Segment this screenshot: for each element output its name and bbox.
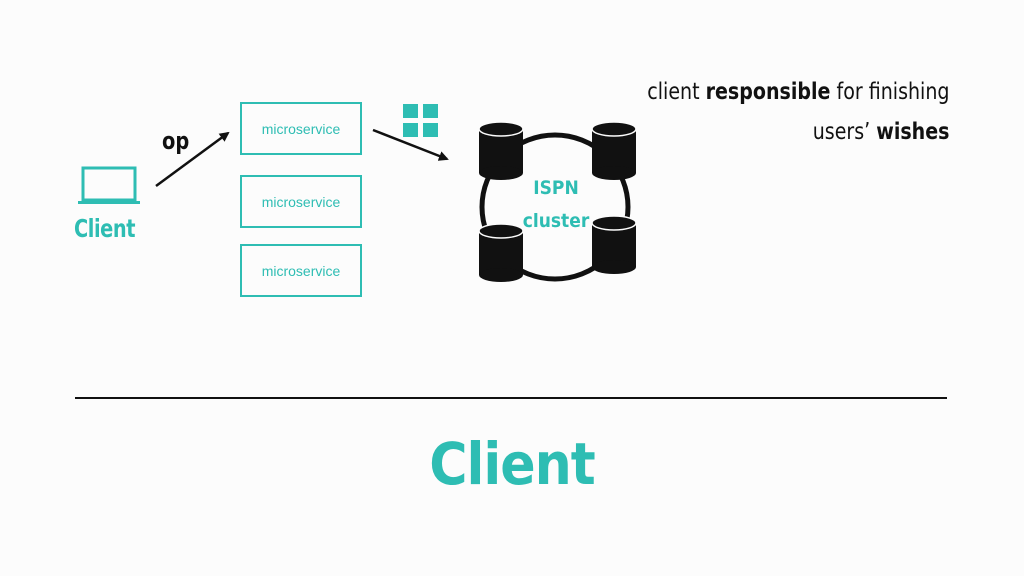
database-icon (478, 223, 524, 282)
caption-text: for finishing (829, 79, 949, 105)
microservice-box: microservice (240, 175, 362, 228)
caption-line1: client responsible for finishing (647, 72, 949, 112)
database-icon (591, 215, 637, 274)
caption-emphasis: responsible (705, 79, 830, 105)
microservice-box: microservice (240, 244, 362, 297)
database-icon (591, 121, 637, 180)
divider (75, 397, 947, 399)
caption-text: client (646, 79, 706, 105)
caption-text: users’ (812, 119, 876, 145)
laptop-icon (78, 166, 140, 204)
caption-emphasis: wishes (875, 119, 949, 145)
cluster-arrow (372, 128, 449, 161)
caption-line2: users’ wishes (647, 112, 949, 152)
op-label: op (162, 127, 190, 155)
microservice-box: microservice (240, 102, 362, 155)
cluster-label-line1: ISPN (533, 177, 579, 199)
op-arrow (155, 131, 230, 188)
cluster-label: ISPN cluster (500, 172, 612, 238)
caption: client responsible for finishing users’ … (647, 72, 949, 152)
client-label: Client (74, 214, 136, 243)
cluster-label-line2: cluster (522, 210, 590, 232)
database-icon (478, 121, 524, 180)
cluster-ring (479, 132, 631, 282)
footer-title: Client (429, 430, 596, 498)
grid-icon (403, 104, 438, 137)
